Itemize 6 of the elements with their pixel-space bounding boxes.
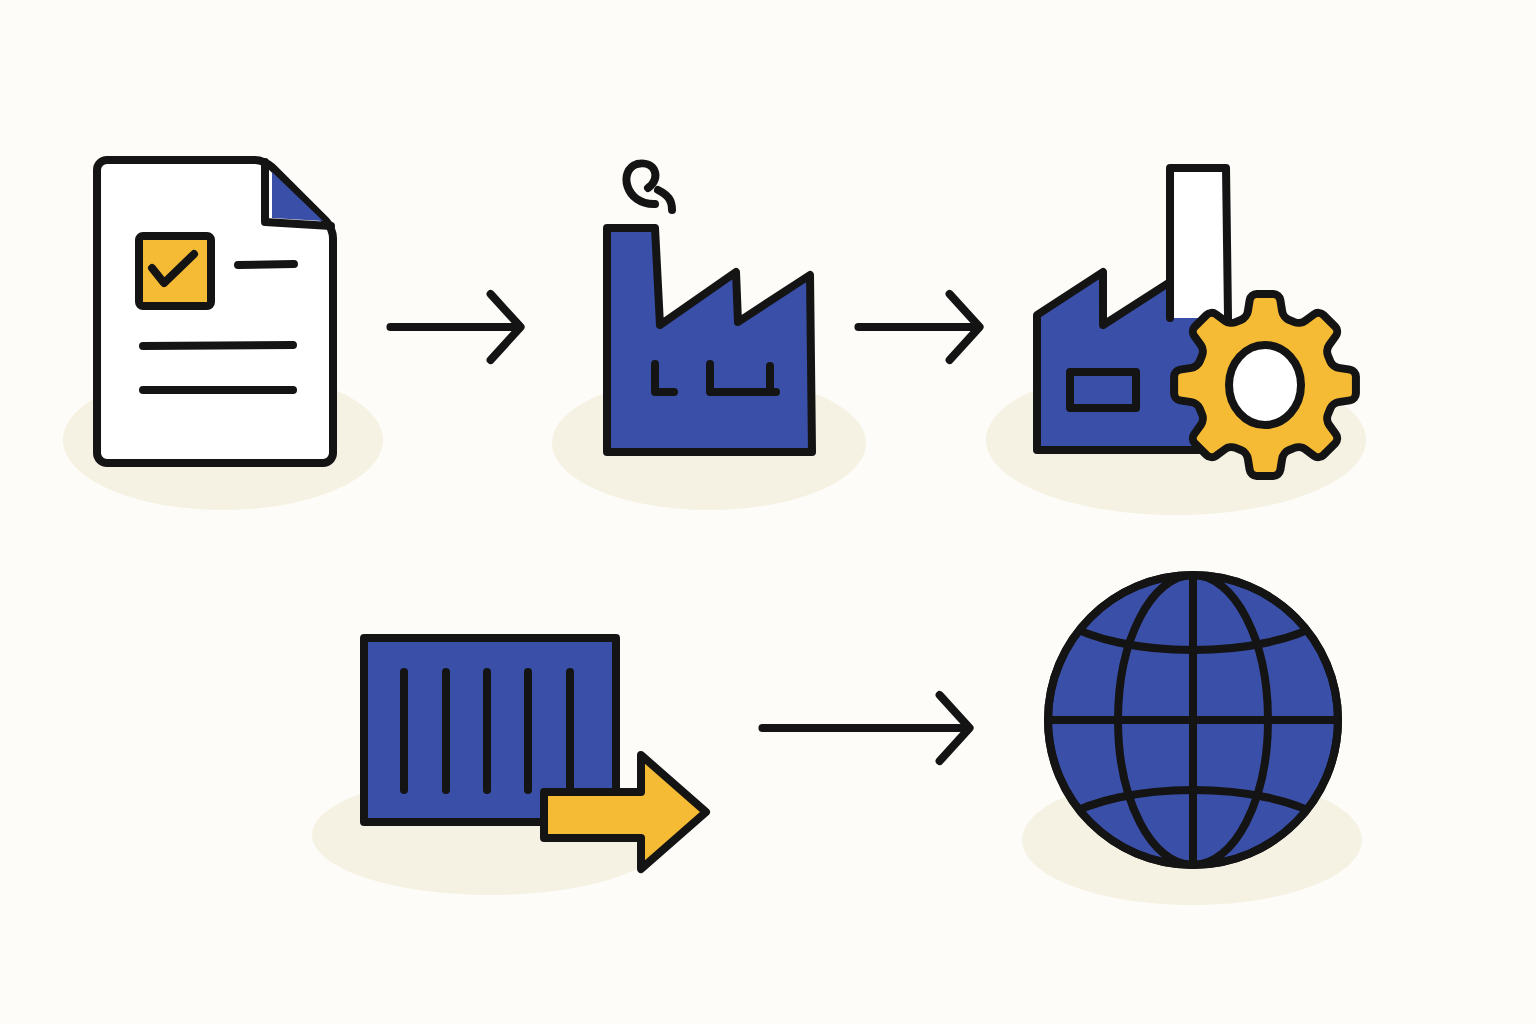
document-icon [63, 156, 383, 510]
factory-icon [552, 159, 866, 510]
factory-gear-icon [986, 164, 1366, 515]
shipping-container-icon [312, 634, 710, 895]
globe-icon [1022, 571, 1362, 905]
arrow [758, 691, 974, 765]
